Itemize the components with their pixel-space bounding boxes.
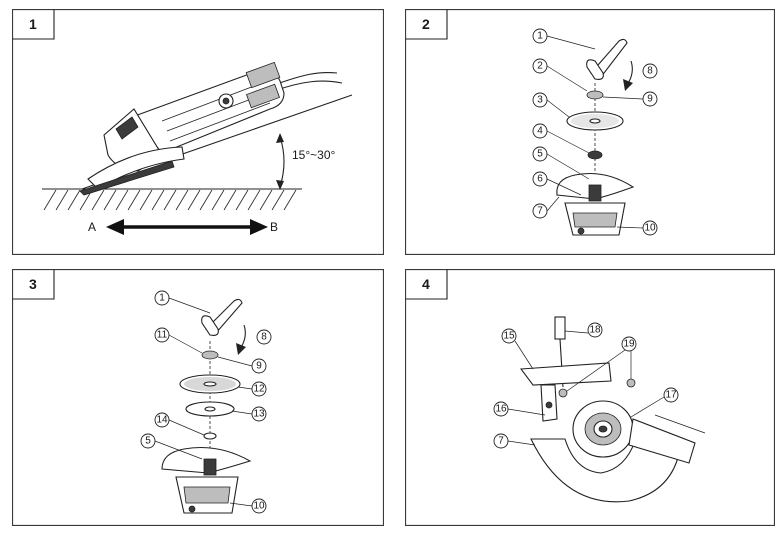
svg-text:11: 11 (157, 330, 168, 341)
panel-2-frame (405, 9, 775, 255)
svg-text:8: 8 (647, 66, 653, 77)
panel-3: 3 1 11 8 9 12 13 14 5 10 (12, 269, 384, 526)
callout-19: 19 (621, 336, 637, 352)
panel-1: 1 (12, 9, 384, 255)
svg-text:7: 7 (537, 206, 543, 217)
callout-4: 4 (532, 123, 548, 139)
callout-10: 10 (642, 220, 658, 236)
svg-text:5: 5 (537, 149, 543, 160)
callout-8: 8 (642, 63, 658, 79)
svg-text:7: 7 (498, 436, 504, 447)
ground-hatching (42, 188, 302, 211)
callout-14: 14 (154, 412, 170, 428)
callout-9: 9 (251, 358, 267, 374)
callout-11: 11 (154, 327, 170, 343)
lock-nut-wrench (201, 298, 243, 336)
inner-flange (203, 432, 217, 440)
callout-1: 1 (154, 290, 170, 306)
callout-7: 7 (493, 433, 509, 449)
callout-16: 16 (493, 401, 509, 417)
callout-7: 7 (532, 203, 548, 219)
point-b-label: B (270, 220, 278, 234)
svg-text:9: 9 (647, 94, 653, 105)
angle-indicator (276, 133, 285, 190)
callout-9: 9 (642, 91, 658, 107)
callout-17: 17 (663, 387, 679, 403)
svg-text:9: 9 (256, 361, 262, 372)
panel-2: 2 1 2 3 4 5 6 7 8 9 10 (405, 9, 775, 255)
svg-text:6: 6 (537, 174, 543, 185)
callout-2: 2 (532, 58, 548, 74)
callout-10: 10 (251, 498, 267, 514)
callout-8: 8 (256, 329, 272, 345)
svg-text:14: 14 (156, 415, 168, 426)
svg-text:1: 1 (537, 31, 543, 42)
panel-1-number: 1 (29, 16, 37, 32)
callout-6: 6 (532, 171, 548, 187)
svg-text:12: 12 (253, 384, 265, 395)
direction-arrow-a-b (106, 219, 268, 235)
callout-1: 1 (532, 28, 548, 44)
svg-text:19: 19 (623, 339, 635, 350)
panel-2-number: 2 (422, 16, 430, 32)
svg-text:10: 10 (644, 223, 656, 234)
panel-3-frame (12, 269, 384, 526)
guard-bracket (519, 362, 612, 422)
svg-text:3: 3 (537, 95, 543, 106)
svg-text:13: 13 (253, 409, 265, 420)
point-a-label: A (88, 220, 96, 234)
callout-13: 13 (251, 406, 267, 422)
rotation-arrow (236, 324, 246, 355)
svg-text:16: 16 (495, 404, 507, 415)
svg-text:18: 18 (589, 325, 601, 336)
panel-3-number-tab (12, 269, 55, 300)
svg-text:8: 8 (261, 332, 267, 343)
panel-4: 4 15 18 19 17 16 7 (405, 269, 775, 526)
svg-text:17: 17 (665, 390, 677, 401)
grinder-gear-head (572, 400, 706, 464)
svg-text:15: 15 (503, 331, 515, 342)
svg-text:10: 10 (253, 501, 265, 512)
lock-nut (201, 350, 219, 360)
panel-4-number-tab (405, 269, 448, 300)
callout-3: 3 (532, 92, 548, 108)
lock-nut (586, 90, 604, 100)
panel-2-number-tab (405, 9, 448, 40)
svg-text:5: 5 (145, 436, 151, 447)
callout-15: 15 (501, 328, 517, 344)
lock-nut-wrench (586, 38, 628, 80)
rotation-arrow (623, 60, 633, 91)
panel-3-number: 3 (29, 276, 37, 292)
panel-4-number: 4 (422, 276, 430, 292)
callout-12: 12 (251, 381, 267, 397)
panel-1-number-tab (12, 9, 55, 40)
grinder-head-with-guard (161, 446, 252, 514)
callout-18: 18 (587, 322, 603, 338)
angle-grinder-tilted (79, 61, 343, 196)
svg-text:2: 2 (537, 61, 543, 72)
svg-text:4: 4 (537, 126, 543, 137)
callout-5: 5 (532, 146, 548, 162)
inner-flange (587, 150, 603, 160)
angle-label: 15°~30° (292, 148, 336, 162)
callout-5: 5 (140, 433, 156, 449)
svg-text:1: 1 (159, 293, 165, 304)
